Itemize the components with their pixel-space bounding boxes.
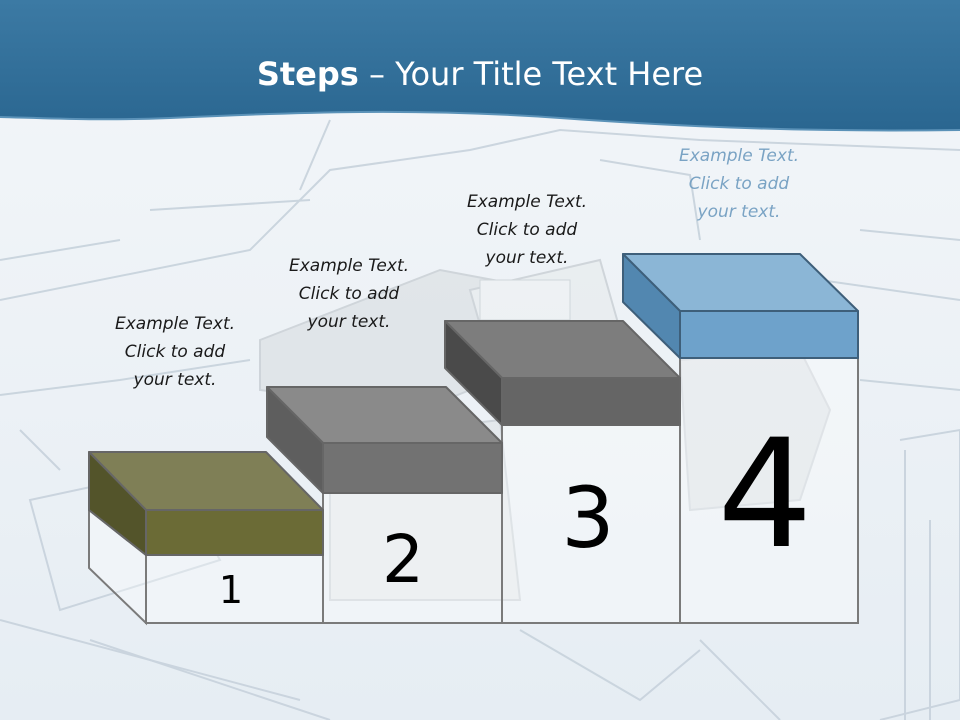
step-4-number[interactable]: 4 [717, 408, 813, 582]
step-1-block [88, 451, 324, 556]
step-bodies [88, 357, 859, 626]
step-3-block [444, 320, 681, 426]
caption-line: Click to add [124, 342, 226, 362]
title-rest: – Your Title Text Here [358, 55, 704, 93]
step-2-caption[interactable]: Example Text. Click to add your text. [249, 252, 449, 336]
title-bold: Steps [256, 55, 359, 93]
step-3-caption[interactable]: Example Text. Click to add your text. [427, 188, 627, 272]
header-band [0, 0, 960, 131]
caption-line: your text. [133, 370, 217, 390]
caption-line: Click to add [298, 284, 400, 304]
step-4-body [679, 357, 859, 624]
caption-line: Click to add [688, 174, 790, 194]
step-4-caption[interactable]: Example Text. Click to add your text. [639, 142, 839, 226]
caption-line: your text. [485, 248, 569, 268]
step-3-number[interactable]: 3 [561, 469, 615, 567]
slide-title[interactable]: Steps – Your Title Text Here [0, 52, 960, 96]
caption-line: your text. [697, 202, 781, 222]
caption-line: your text. [307, 312, 391, 332]
step-3-body [501, 424, 681, 624]
step-2-body [322, 492, 503, 624]
step-2-block [266, 386, 503, 494]
caption-line: Example Text. [288, 256, 410, 276]
caption-line: Example Text. [678, 146, 800, 166]
caption-line: Example Text. [114, 314, 236, 334]
step-2-number[interactable]: 2 [382, 521, 424, 598]
caption-line: Click to add [476, 220, 578, 240]
step-4-block [622, 253, 859, 359]
caption-line: Example Text. [466, 192, 588, 212]
step-1-number[interactable]: 1 [218, 568, 244, 612]
step-1-caption[interactable]: Example Text. Click to add your text. [75, 310, 275, 394]
